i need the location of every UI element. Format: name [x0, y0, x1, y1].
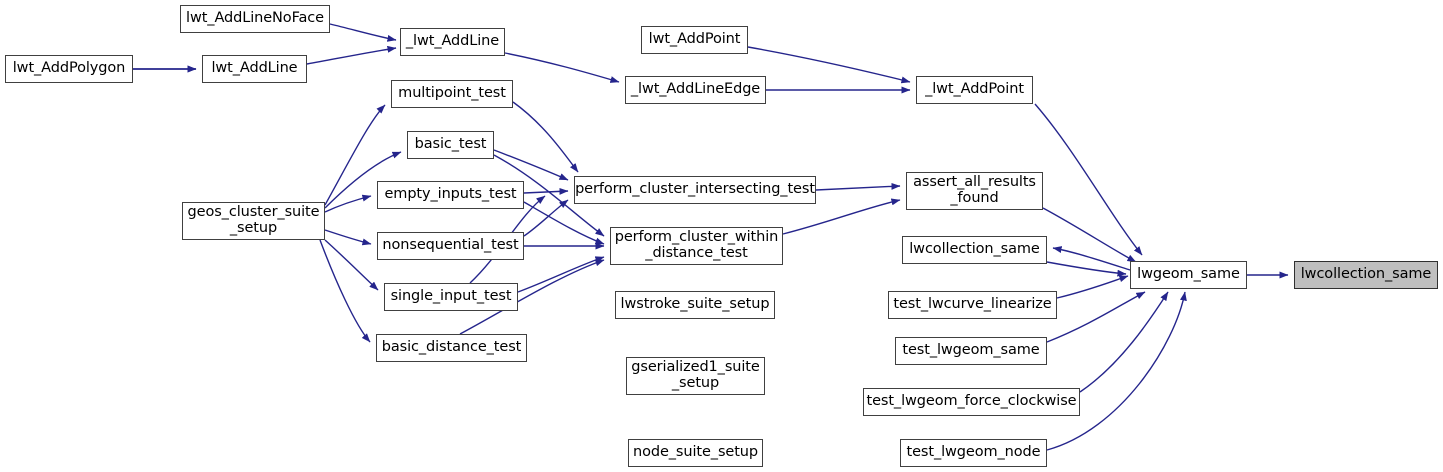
node-test_lwgeom_force_clockwise[interactable]: test_lwgeom_force_clockwise	[863, 388, 1080, 416]
node-single_input_test[interactable]: single_input_test	[384, 283, 518, 311]
edge-multipoint_test-to-perform_cluster_intersecting_test	[512, 101, 579, 173]
node-lwstroke_suite_setup[interactable]: lwstroke_suite_setup	[615, 291, 775, 319]
edge-test_lwgeom_force_clockwise-to-lwgeom_same	[1079, 291, 1169, 393]
edge-test_lwgeom_node-to-lwgeom_same	[1046, 291, 1187, 451]
node-multipoint_test[interactable]: multipoint_test	[391, 80, 513, 108]
edge-lwgeom_same-to-lwcollection_same_left	[1052, 246, 1131, 271]
edge-assert_all_results_found-to-lwgeom_same	[1042, 207, 1137, 263]
edge-geos_cluster_suite_setup-to-nonsequential_test	[324, 229, 372, 246]
edge-lwt_AddLine-to-_lwt_AddLine	[306, 45, 397, 65]
edge-test_lwcurve_linearize-to-lwgeom_same	[1056, 275, 1129, 299]
node-node_suite_setup[interactable]: node_suite_setup	[628, 439, 763, 467]
node-lwcollection_same_left[interactable]: lwcollection_same	[902, 236, 1047, 264]
edge-single_input_test-to-perform_cluster_within_distance_test	[517, 256, 605, 293]
edge-basic_test-to-perform_cluster_intersecting_test	[493, 149, 569, 181]
edge-geos_cluster_suite_setup-to-multipoint_test	[324, 104, 386, 206]
edge-geos_cluster_suite_setup-to-basic_test	[324, 151, 402, 209]
node-_lwt_AddPoint[interactable]: _lwt_AddPoint	[916, 76, 1033, 104]
node-_lwt_AddLineEdge[interactable]: _lwt_AddLineEdge	[625, 76, 766, 104]
node-lwt_AddLineNoFace[interactable]: lwt_AddLineNoFace	[180, 5, 330, 33]
node-geos_cluster_suite_setup[interactable]: geos_cluster_suite _setup	[182, 202, 325, 240]
node-lwgeom_same[interactable]: lwgeom_same	[1130, 261, 1247, 289]
node-test_lwgeom_same[interactable]: test_lwgeom_same	[895, 337, 1047, 365]
node-lwt_AddPolygon[interactable]: lwt_AddPolygon	[5, 55, 133, 83]
node-empty_inputs_test[interactable]: empty_inputs_test	[377, 181, 524, 209]
node-assert_all_results_found[interactable]: assert_all_results _found	[906, 172, 1043, 210]
edge-perform_cluster_intersecting_test-to-assert_all_results_found	[815, 182, 901, 191]
edge-lwt_AddLineNoFace-to-_lwt_AddLine	[329, 23, 397, 42]
edge-empty_inputs_test-to-perform_cluster_intersecting_test	[523, 187, 569, 195]
node-perform_cluster_intersecting_test[interactable]: perform_cluster_intersecting_test	[574, 176, 816, 204]
edge-_lwt_AddLine-to-_lwt_AddLineEdge	[504, 52, 620, 83]
edge-geos_cluster_suite_setup-to-empty_inputs_test	[324, 194, 372, 213]
node-nonsequential_test[interactable]: nonsequential_test	[377, 232, 524, 260]
edge-geos_cluster_suite_setup-to-basic_distance_test	[319, 239, 371, 343]
node-test_lwcurve_linearize[interactable]: test_lwcurve_linearize	[888, 291, 1057, 319]
edge-lwt_AddPoint-to-_lwt_AddPoint	[747, 46, 911, 84]
node-lwt_AddPoint[interactable]: lwt_AddPoint	[641, 26, 748, 54]
node-basic_test[interactable]: basic_test	[407, 131, 494, 159]
node-gserialized1_suite_setup[interactable]: gserialized1_suite _setup	[626, 357, 765, 395]
node-lwt_AddLine[interactable]: lwt_AddLine	[202, 55, 307, 83]
edge-basic_distance_test-to-perform_cluster_within_distance_test	[459, 259, 605, 335]
edges	[133, 23, 1289, 451]
edge-_lwt_AddPoint-to-lwgeom_same	[1034, 103, 1143, 256]
edge-lwcollection_same_left-to-lwgeom_same	[1046, 261, 1127, 277]
edge-empty_inputs_test-to-perform_cluster_within_distance_test	[523, 201, 605, 245]
node-_lwt_AddLine[interactable]: _lwt_AddLine	[400, 28, 505, 56]
edge-perform_cluster_within_distance_test-to-assert_all_results_found	[782, 198, 901, 235]
node-perform_cluster_within_distance_test[interactable]: perform_cluster_within _distance_test	[610, 227, 783, 265]
node-test_lwgeom_node[interactable]: test_lwgeom_node	[900, 439, 1047, 467]
node-lwcollection_same_target[interactable]: lwcollection_same	[1294, 261, 1438, 289]
edge-test_lwgeom_same-to-lwgeom_same	[1046, 291, 1146, 343]
edge-basic_test-to-perform_cluster_within_distance_test	[493, 154, 605, 237]
edge-geos_cluster_suite_setup-to-single_input_test	[324, 239, 379, 291]
node-basic_distance_test[interactable]: basic_distance_test	[376, 334, 527, 362]
edge-nonsequential_test-to-perform_cluster_intersecting_test	[523, 199, 569, 237]
